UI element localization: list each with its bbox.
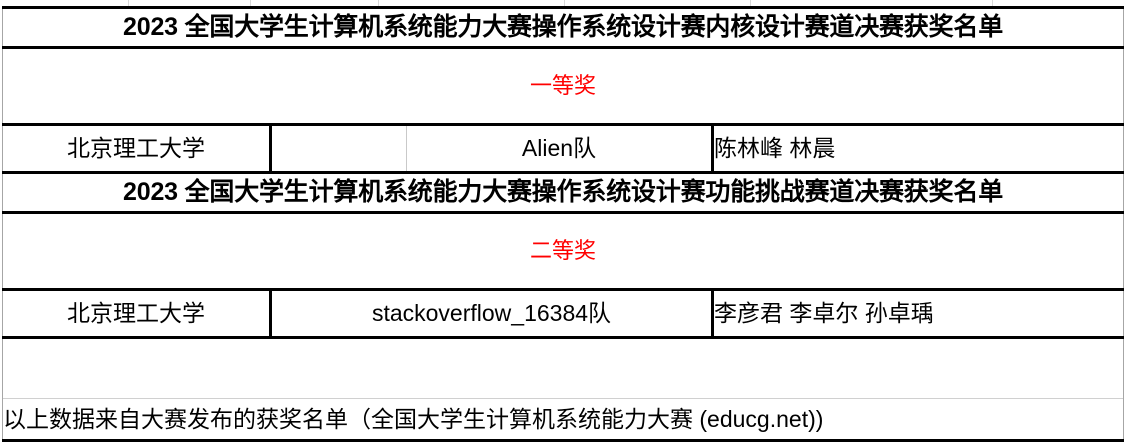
- section-1-prize-label: 一等奖: [1, 63, 1125, 109]
- grid-column-guide: [750, 0, 751, 6]
- cell-blank: [269, 124, 407, 174]
- blank-cell: [1, 337, 1125, 399]
- spacer-cell: [1, 109, 1125, 126]
- spacer-row: [1, 47, 1125, 63]
- cell-members: 李彦君 李卓尔 孙卓瑀: [710, 289, 1125, 339]
- section-2-prize-label: 二等奖: [1, 228, 1125, 274]
- prize-row: 二等奖: [1, 228, 1125, 274]
- prize-row: 一等奖: [1, 63, 1125, 109]
- blank-row: [1, 337, 1125, 399]
- table-row: 北京理工大学 stackoverflow_16384队 李彦君 李卓尔 孙卓瑀: [2, 289, 1125, 339]
- spacer-row: [1, 212, 1125, 228]
- section-title-row: 2023 全国大学生计算机系统能力大赛操作系统设计赛功能挑战赛道决赛获奖名单: [1, 172, 1125, 214]
- cell-team: stackoverflow_16384队: [269, 289, 713, 339]
- table-row: 北京理工大学 Alien队 陈林峰 林晨: [2, 124, 1125, 174]
- section-1-title: 2023 全国大学生计算机系统能力大赛操作系统设计赛内核设计赛道决赛获奖名单: [1, 6, 1125, 49]
- grid-column-guide: [564, 0, 565, 6]
- cell-school: 北京理工大学: [2, 124, 271, 174]
- section-title-row: 2023 全国大学生计算机系统能力大赛操作系统设计赛内核设计赛道决赛获奖名单: [1, 6, 1125, 49]
- cell-members: 陈林峰 林晨: [710, 124, 1125, 174]
- cell-school: 北京理工大学: [2, 289, 271, 339]
- award-list-table: 2023 全国大学生计算机系统能力大赛操作系统设计赛内核设计赛道决赛获奖名单 一…: [1, 6, 1125, 442]
- section-2-title: 2023 全国大学生计算机系统能力大赛操作系统设计赛功能挑战赛道决赛获奖名单: [1, 172, 1125, 214]
- grid-column-guide: [128, 0, 129, 6]
- spacer-row: [1, 274, 1125, 291]
- spacer-cell: [1, 47, 1125, 63]
- source-note: 以上数据来自大赛发布的获奖名单（全国大学生计算机系统能力大赛 (educg.ne…: [1, 398, 1125, 442]
- spacer-cell: [1, 212, 1125, 228]
- spacer-cell: [1, 274, 1125, 291]
- grid-column-guide: [378, 0, 379, 6]
- grid-column-guide: [250, 0, 251, 6]
- footer-row: 以上数据来自大赛发布的获奖名单（全国大学生计算机系统能力大赛 (educg.ne…: [1, 398, 1125, 442]
- grid-column-guide: [992, 0, 993, 6]
- cell-team: Alien队: [406, 124, 713, 174]
- spacer-row: [1, 109, 1125, 126]
